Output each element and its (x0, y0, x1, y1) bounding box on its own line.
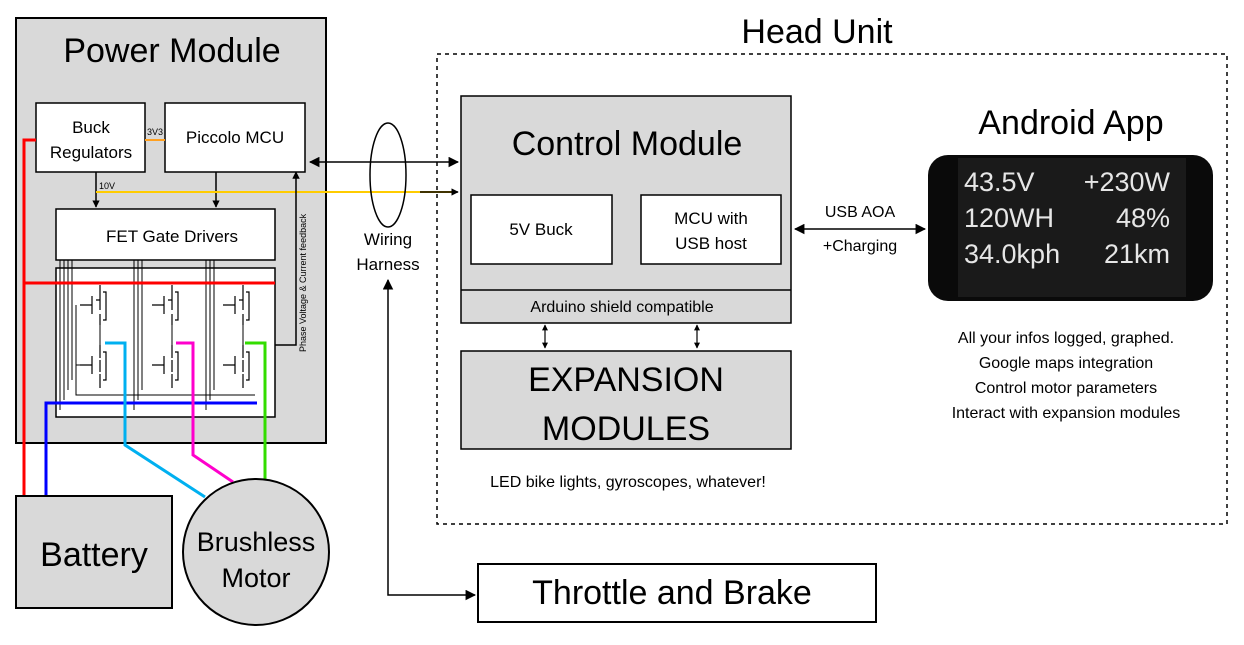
motor-label-1: Brushless (197, 527, 316, 557)
mcu-usb-label-1: MCU with (674, 209, 748, 228)
buck-regulators-label-2: Regulators (50, 143, 132, 162)
usb-aoa-label: USB AOA (825, 204, 896, 221)
feature-2: Google maps integration (979, 355, 1153, 372)
feature-4: Interact with expansion modules (952, 405, 1181, 422)
buck-5v-label: 5V Buck (509, 220, 573, 239)
android-app: Android App 43.5V +230W 120WH 48% 34.0kp… (928, 104, 1213, 422)
expansion-caption: LED bike lights, gyroscopes, whatever! (490, 474, 766, 491)
battery: Battery (15, 495, 173, 609)
throttle-and-brake: Throttle and Brake (477, 563, 877, 623)
fet-gate-drivers-label: FET Gate Drivers (106, 227, 238, 246)
10v-label: 10V (99, 181, 115, 191)
piccolo-mcu-label: Piccolo MCU (186, 128, 284, 147)
charging-label: +Charging (823, 238, 897, 255)
piccolo-mcu-box: Piccolo MCU (164, 102, 306, 173)
power-module: Power Module Buck Regulators Piccolo MCU… (15, 17, 459, 444)
buck-regulators-label-1: Buck (72, 118, 110, 137)
display-power: +230W (1084, 167, 1171, 197)
fet-gate-drivers-box: FET Gate Drivers (55, 208, 276, 261)
wiring-harness-label-1: Wiring (364, 230, 412, 249)
android-app-title: Android App (978, 104, 1163, 142)
expansion-title-2: MODULES (542, 410, 710, 448)
fet-bridge (55, 260, 276, 418)
buck-regulators-box: Buck Regulators (35, 102, 146, 173)
display-distance: 21km (1104, 239, 1170, 269)
wiring-harness-label-2: Harness (356, 255, 419, 274)
power-module-title: Power Module (63, 32, 280, 70)
head-unit: Head Unit Control Module 5V Buck MCU wit… (436, 13, 1228, 525)
battery-label: Battery (40, 536, 148, 574)
throttle-link-arrow (382, 278, 477, 601)
display-energy: 120WH (964, 203, 1054, 233)
brushless-motor: Brushless Motor (182, 478, 330, 626)
power-wires (22, 138, 275, 499)
head-unit-title: Head Unit (741, 13, 893, 51)
motor-label-2: Motor (221, 563, 290, 593)
control-module: Control Module 5V Buck MCU with USB host… (460, 95, 792, 324)
feedback-label: Phase Voltage & Current feedback (298, 213, 308, 352)
arduino-label: Arduino shield compatible (530, 299, 713, 316)
buck-5v-box (470, 194, 613, 265)
display-speed: 34.0kph (964, 239, 1060, 269)
expansion-modules: EXPANSION MODULES LED bike lights, gyros… (460, 350, 792, 491)
3v3-label: 3V3 (147, 127, 163, 137)
wiring-harness: Wiring Harness (308, 122, 477, 601)
throttle-label: Throttle and Brake (532, 574, 812, 612)
display-volts: 43.5V (964, 167, 1035, 197)
display-percent: 48% (1116, 203, 1170, 233)
feature-1: All your infos logged, graphed. (958, 330, 1174, 347)
mcu-usb-box (640, 194, 782, 265)
control-module-title: Control Module (512, 125, 743, 163)
mcu-usb-label-2: USB host (675, 234, 747, 253)
expansion-title-1: EXPANSION (528, 361, 724, 399)
feature-3: Control motor parameters (975, 380, 1157, 397)
